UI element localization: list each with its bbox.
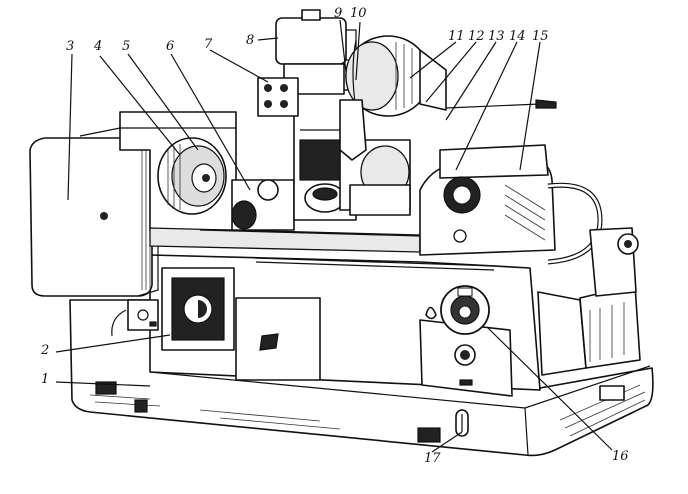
label-11: 11 <box>448 29 465 44</box>
base-slot <box>95 381 117 395</box>
label-12: 12 <box>468 29 485 44</box>
label-3: 3 <box>66 39 75 54</box>
label-4: 4 <box>94 39 103 54</box>
label-8: 8 <box>246 33 255 48</box>
front-panel <box>235 297 321 381</box>
label-2: 2 <box>41 343 50 358</box>
label-10: 10 <box>350 6 367 21</box>
side-panel <box>579 284 641 369</box>
electrical-cabinet-3 <box>29 137 153 297</box>
label-14: 14 <box>509 29 526 44</box>
label-13: 13 <box>488 29 505 44</box>
label-7: 7 <box>204 37 213 52</box>
label-5: 5 <box>122 39 131 54</box>
base-slot <box>417 427 441 443</box>
work-table <box>149 227 421 253</box>
label-16: 16 <box>612 449 629 464</box>
cabinet-knob <box>100 212 108 220</box>
leader-lines <box>55 19 613 453</box>
label-1: 1 <box>41 372 50 387</box>
base-shading <box>89 384 646 437</box>
control-box-7 <box>257 77 299 117</box>
label-9: 9 <box>334 6 343 21</box>
top-motor-8 <box>275 17 347 65</box>
label-17: 17 <box>424 451 441 466</box>
label-15: 15 <box>532 29 549 44</box>
label-6: 6 <box>166 39 175 54</box>
